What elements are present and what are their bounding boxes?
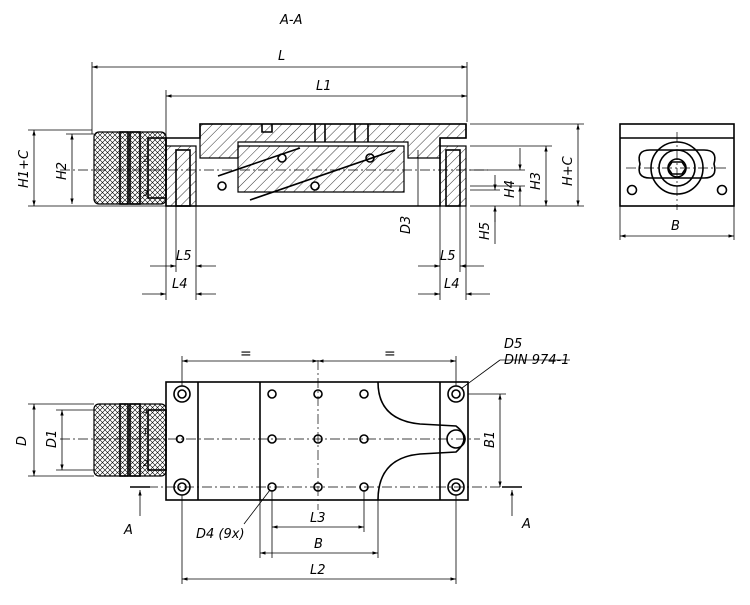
dim-L4-left: L4 (172, 277, 188, 292)
scale-mark-3: 3 (143, 189, 148, 198)
dim-DIN: DIN 974-1 (504, 353, 569, 368)
scale-mark-2: 2 (143, 155, 148, 164)
dim-L4-right: L4 (444, 277, 460, 292)
dim-D3: D3 (399, 216, 414, 234)
dim-H4: H4 (503, 180, 518, 198)
dim-H1C: H1+C (17, 149, 32, 188)
section-label: A-A (279, 13, 302, 28)
dim-L5-right: L5 (440, 249, 456, 264)
dim-L5-left: L5 (176, 249, 192, 264)
dim-B1: B1 (483, 431, 498, 448)
dim-L3: L3 (310, 511, 326, 526)
scale-mark-1: 1 (143, 427, 148, 436)
dim-D: D (15, 436, 30, 446)
section-marker-left: A (123, 523, 133, 538)
dim-eq-left: = (240, 346, 252, 362)
dim-L1: L1 (316, 79, 332, 94)
dim-H2: H2 (55, 162, 70, 180)
dim-eq-right: = (384, 346, 396, 362)
dim-B-side: B (671, 219, 680, 234)
section-dimensions: L L1 H1+C H2 H+C H3 H4 H5 (17, 49, 584, 300)
dim-H3: H3 (529, 172, 544, 190)
dim-H5: H5 (478, 222, 493, 240)
dim-B-top: B (314, 537, 323, 552)
dim-D5: D5 (504, 337, 522, 352)
dim-D4: D4 (9x) (196, 527, 245, 542)
dim-D1: D1 (45, 430, 60, 448)
top-dimensions: = = D D1 B1 D5 DIN 974-1 D4 (9x) L3 B (15, 337, 570, 584)
dim-HC: H+C (561, 155, 576, 186)
top-view: 4 1 2 (60, 360, 520, 510)
dim-L: L (278, 49, 285, 64)
side-view: B (619, 123, 735, 240)
section-marker-right: A (521, 517, 531, 532)
dim-L2: L2 (310, 563, 326, 578)
scale-mark-4: 4 (143, 407, 148, 416)
scale-mark-2-top: 2 (143, 459, 148, 468)
section-view: 2 3 (60, 123, 488, 207)
